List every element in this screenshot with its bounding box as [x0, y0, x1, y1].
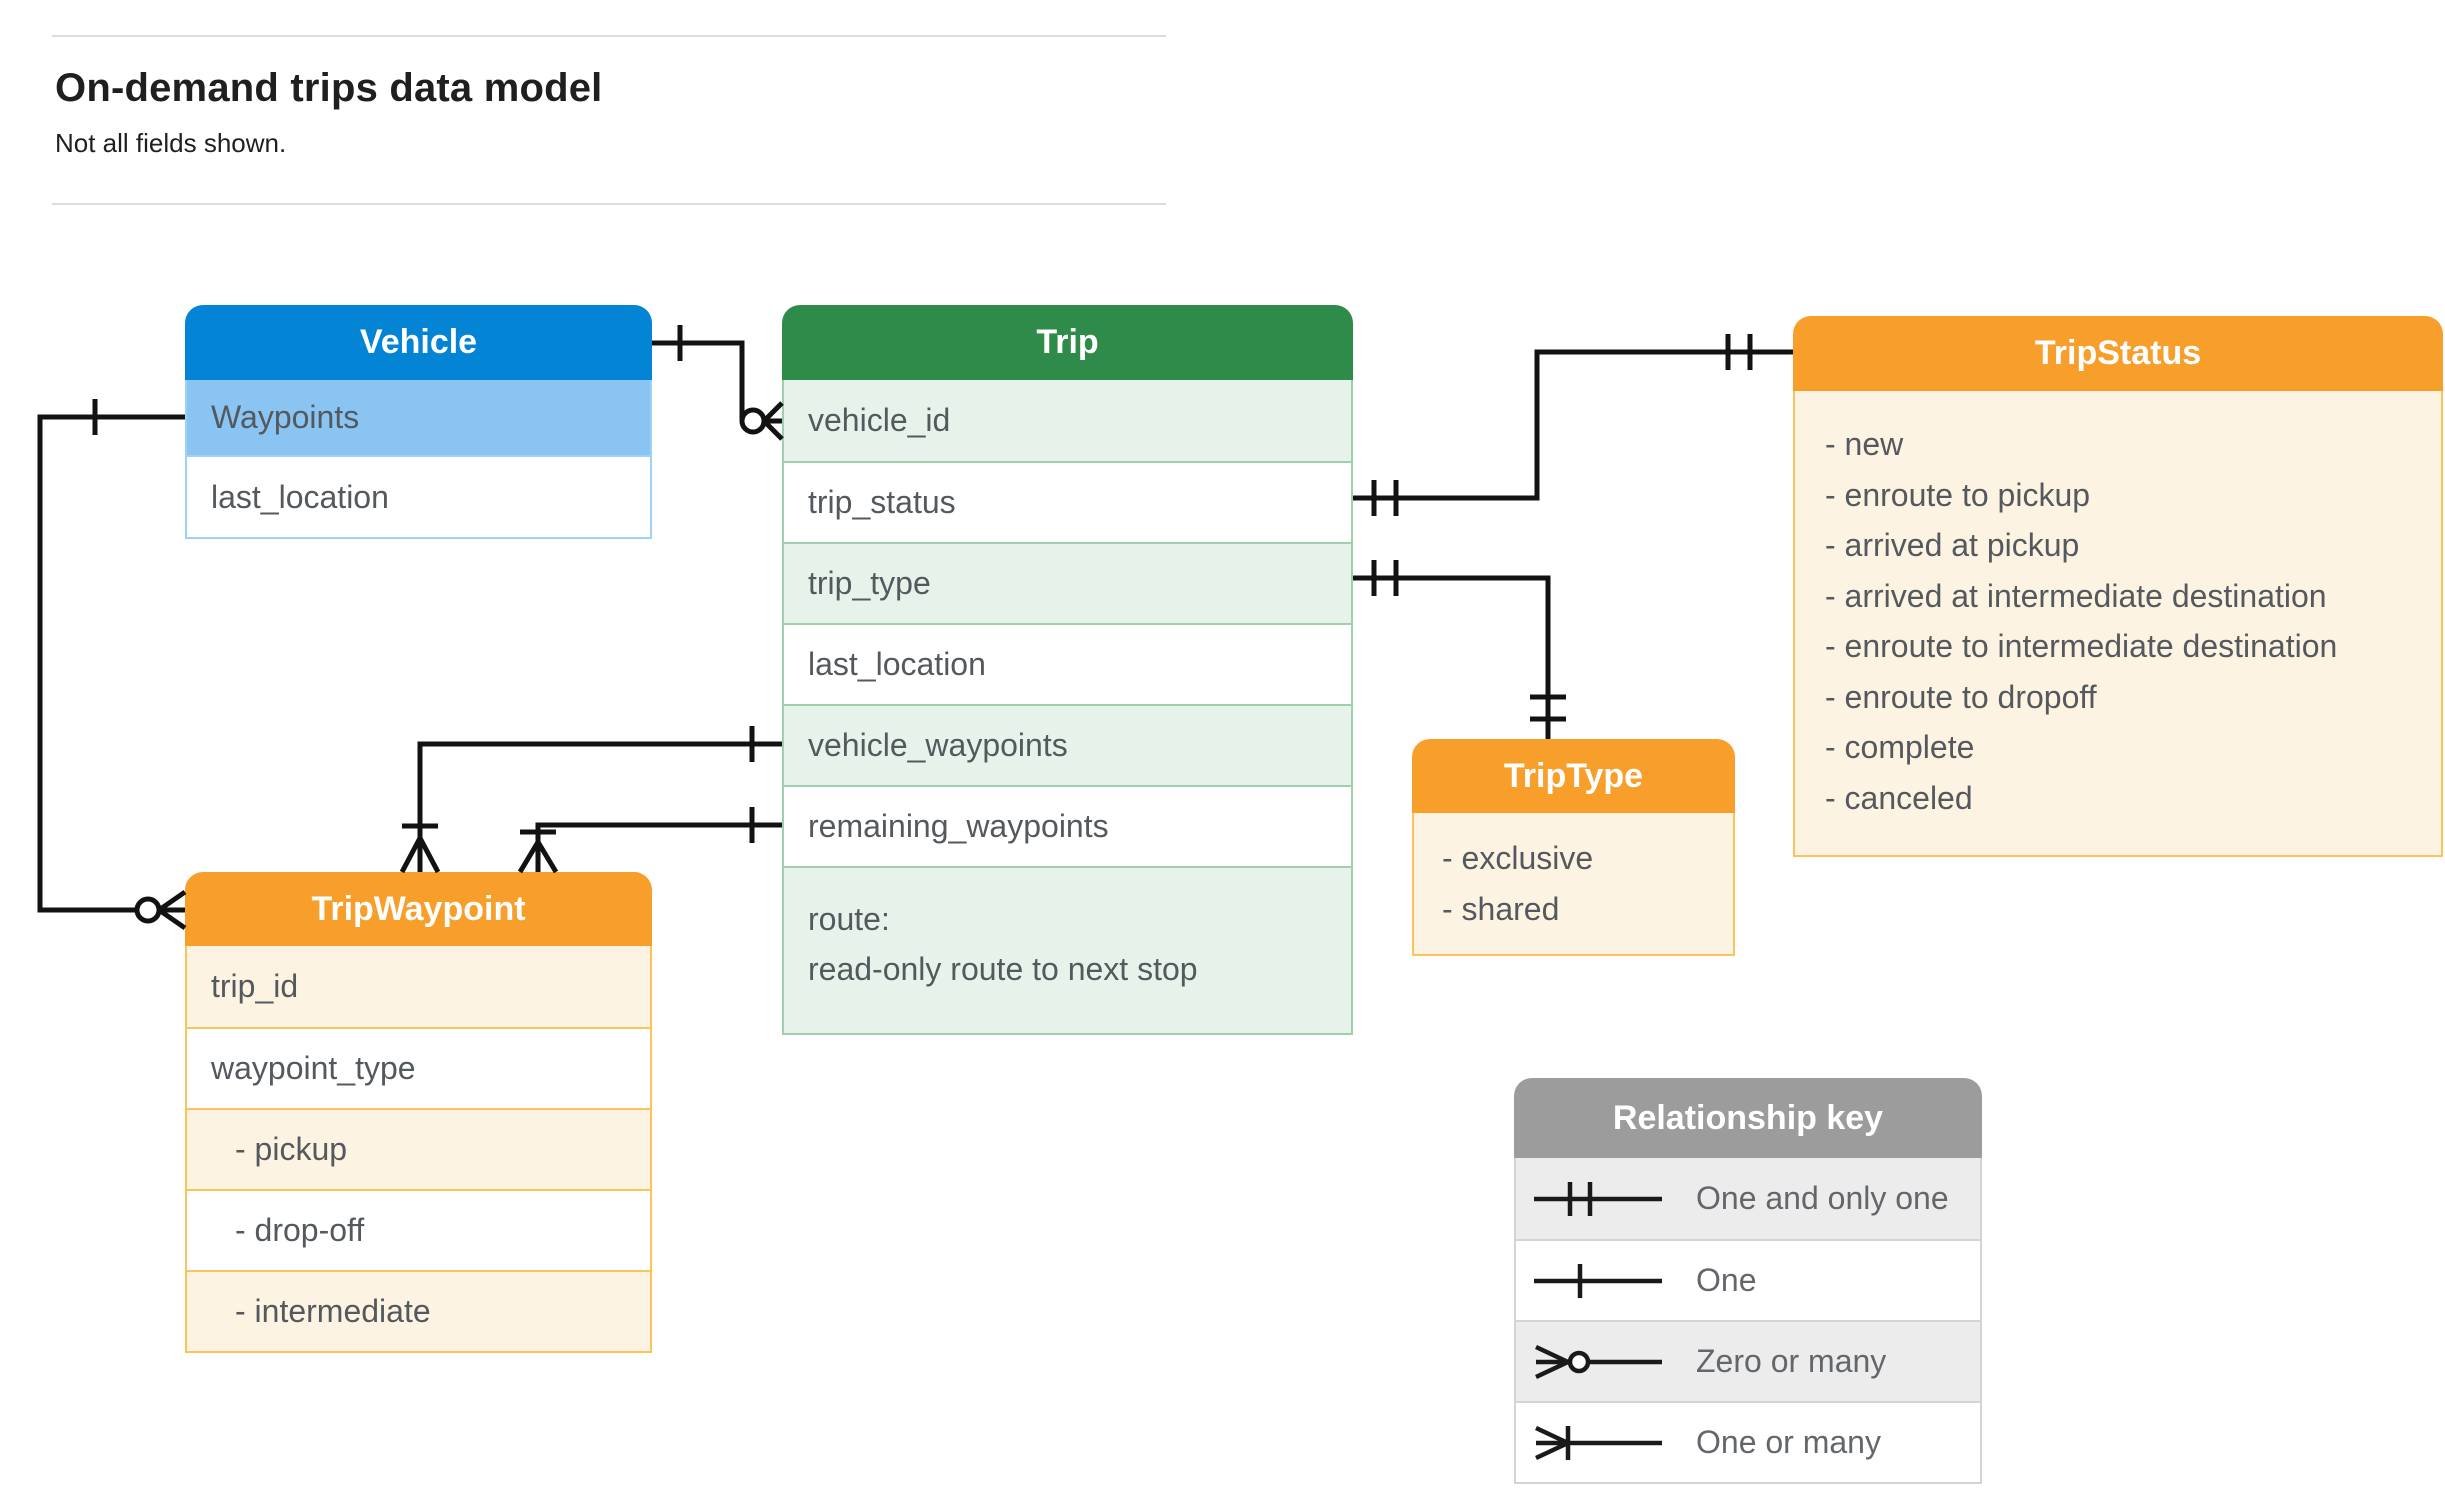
legend-row-one-or-many: One or many — [1516, 1401, 1980, 1482]
trip-waypoint-field-waypoint-type: waypoint_type — [187, 1027, 650, 1108]
trip-field-trip-type: trip_type — [784, 542, 1351, 623]
legend-row-one-and-only-one: One and only one — [1516, 1158, 1980, 1239]
cardinality-zero-or-many-icon — [1535, 1344, 1662, 1379]
cardinality-one-or-many-icon — [1535, 1425, 1662, 1460]
legend-label: One and only one — [1696, 1180, 1949, 1216]
bottom-divider — [52, 203, 1166, 205]
legend-label: One or many — [1696, 1424, 1881, 1460]
legend-row-zero-or-many: Zero or many — [1516, 1320, 1980, 1401]
trip-status-value: - complete — [1825, 729, 1975, 765]
entity-trip-status: TripStatus - new - enroute to pickup - a… — [1793, 316, 2443, 857]
trip-field-trip-status: trip_status — [784, 461, 1351, 542]
entity-vehicle: Vehicle Waypoints last_location — [185, 305, 652, 539]
top-divider — [52, 35, 1166, 37]
connector-vehicle-to-trip — [652, 325, 784, 441]
trip-status-title: TripStatus — [1793, 316, 2443, 391]
trip-status-value: - new — [1825, 426, 1904, 462]
trip-field-remaining-waypoints: remaining_waypoints — [784, 785, 1351, 866]
trip-waypoint-value-pickup: - pickup — [187, 1108, 650, 1189]
trip-status-value: - enroute to intermediate destination — [1825, 628, 2338, 664]
relationship-key-legend: Relationship key One and only one One — [1514, 1078, 1982, 1484]
legend-row-one: One — [1516, 1239, 1980, 1320]
entity-trip: Trip vehicle_id trip_status trip_type la… — [782, 305, 1353, 1035]
trip-type-value: - exclusive — [1442, 840, 1594, 876]
vehicle-title: Vehicle — [185, 305, 652, 380]
connector-vehicle-waypoints-field-to-tripwaypoint — [37, 399, 187, 931]
trip-waypoint-field-trip-id: trip_id — [187, 946, 650, 1027]
trip-field-vehicle-id: vehicle_id — [784, 380, 1351, 461]
vehicle-field-last-location: last_location — [187, 455, 650, 537]
trip-waypoint-title: TripWaypoint — [185, 872, 652, 946]
trip-status-value: - enroute to dropoff — [1825, 678, 2097, 715]
legend-label: Zero or many — [1696, 1343, 1887, 1379]
page-subtitle: Not all fields shown. — [55, 128, 287, 158]
trip-field-route: route: read-only route to next stop — [784, 866, 1351, 1033]
trip-waypoint-value-drop-off: - drop-off — [187, 1189, 650, 1270]
entity-trip-type: TripType - exclusive - shared — [1412, 739, 1735, 956]
trip-field-last-location: last_location — [784, 623, 1351, 704]
trip-field-vehicle-waypoints: vehicle_waypoints — [784, 704, 1351, 785]
trip-status-value: - arrived at intermediate destination — [1825, 577, 2327, 614]
connector-trip-type-to-triptype — [1353, 560, 1566, 739]
connector-remaining-waypoints-to-tripwaypoint — [517, 807, 782, 874]
trip-title: Trip — [782, 305, 1353, 380]
trip-route-description: read-only route to next stop — [808, 951, 1198, 987]
connector-trip-status-to-tripstatus — [1353, 334, 1793, 516]
trip-status-value: - arrived at pickup — [1825, 527, 2080, 563]
entity-trip-waypoint: TripWaypoint trip_id waypoint_type - pic… — [185, 872, 652, 1353]
legend-label: One — [1696, 1262, 1757, 1298]
connector-vehicle-waypoints-to-tripwaypoint — [399, 726, 782, 874]
page-title: On-demand trips data model — [55, 66, 603, 110]
trip-status-value: - canceled — [1825, 779, 1973, 816]
trip-waypoint-value-intermediate: - intermediate — [187, 1270, 650, 1351]
trip-route-name: route: — [808, 901, 890, 937]
cardinality-one-icon — [1534, 1263, 1662, 1298]
vehicle-field-waypoints: Waypoints — [187, 380, 650, 455]
trip-type-value: - shared — [1442, 891, 1560, 927]
trip-type-title: TripType — [1412, 739, 1735, 813]
trip-status-value: - enroute to pickup — [1825, 476, 2091, 513]
relationship-key-title: Relationship key — [1514, 1078, 1982, 1158]
cardinality-one-and-only-one-icon — [1534, 1181, 1662, 1216]
